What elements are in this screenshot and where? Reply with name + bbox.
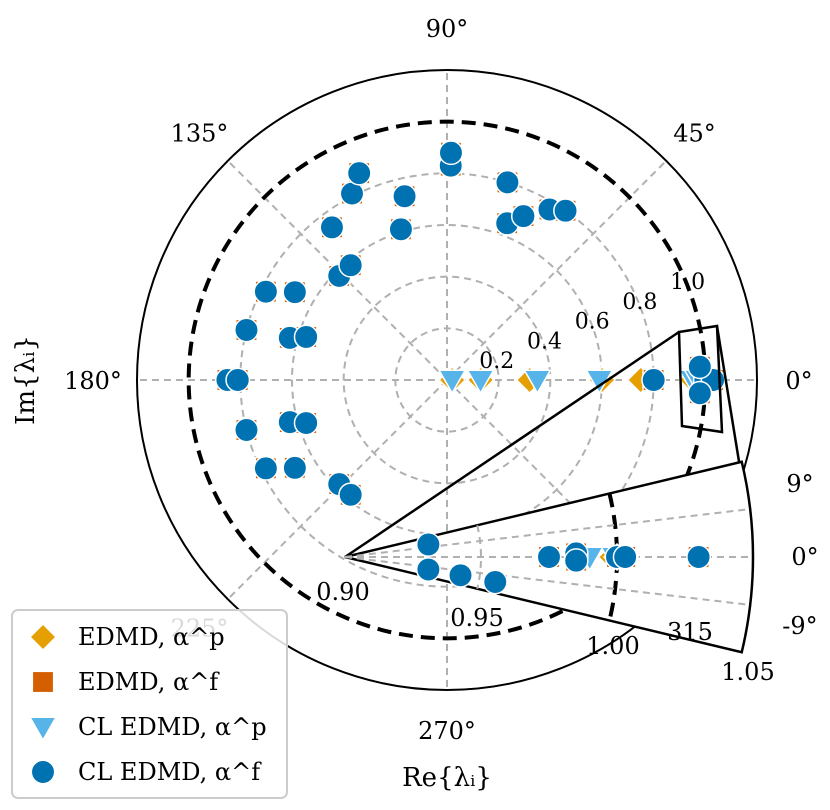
inset-radial-tick-label: 0.95 xyxy=(450,604,503,632)
triangle-marker xyxy=(466,369,495,395)
zoom-connector-line xyxy=(715,325,744,481)
circle-marker xyxy=(30,759,56,785)
radial-tick-label: 0.6 xyxy=(575,310,610,335)
angle-tick-label: 90° xyxy=(426,15,469,43)
circle-marker xyxy=(253,279,279,305)
zoom-connector-lines xyxy=(344,324,744,559)
circle-marker xyxy=(553,198,578,224)
inset-radial-tick-label: 0.90 xyxy=(316,578,369,606)
inset-angle-tick-label: 9° xyxy=(786,470,813,498)
circle-marker xyxy=(346,160,372,186)
circle-marker xyxy=(293,410,319,436)
angle-tick-label: 135° xyxy=(171,120,229,148)
circle-marker xyxy=(338,252,364,278)
triangle-marker xyxy=(28,716,58,742)
circle-marker xyxy=(234,417,259,443)
inset-angle-tick-label: 315 xyxy=(667,618,713,646)
x-axis-title: Re{λᵢ} xyxy=(402,763,492,793)
radial-tick-label: 0.8 xyxy=(622,290,657,315)
circle-marker xyxy=(319,214,345,240)
circle-marker xyxy=(641,367,667,393)
main-data-points xyxy=(214,140,726,508)
circle-marker xyxy=(253,455,279,481)
circle-marker xyxy=(686,544,712,570)
circle-marker xyxy=(494,169,520,195)
circle-marker xyxy=(438,140,464,166)
circle-marker xyxy=(448,562,473,588)
circle-marker xyxy=(612,544,638,570)
main-axis-labels: 0°45°90°135°180°225°270°315°0.20.40.60.8… xyxy=(64,15,813,745)
triangle-marker xyxy=(523,369,552,395)
angle-tick-label: 45° xyxy=(673,120,716,148)
circle-marker xyxy=(388,216,414,242)
angle-tick-label: 0° xyxy=(785,367,812,395)
legend-entry-label: EDMD, α^p xyxy=(78,623,225,651)
angle-tick-label: 270° xyxy=(418,717,476,745)
square-marker xyxy=(31,670,55,694)
axis-titles: Re{λᵢ} Im{λᵢ} xyxy=(11,335,492,793)
triangle-marker xyxy=(437,369,467,395)
inset-angle-tick-label: -9° xyxy=(782,612,817,640)
zoom-region-box xyxy=(677,324,724,434)
radial-tick-label: 1.0 xyxy=(670,270,705,295)
legend-box xyxy=(11,609,288,799)
radial-grid-circle xyxy=(342,275,552,485)
inset-radial-tick-label: 1.05 xyxy=(721,658,774,686)
legend-entry-label: CL EDMD, α^f xyxy=(78,758,262,786)
circle-marker xyxy=(392,183,418,209)
angle-tick-label: 180° xyxy=(64,367,122,395)
circle-marker xyxy=(282,279,308,305)
circle-marker xyxy=(293,324,319,350)
inset-radial-tick-label: 1.00 xyxy=(586,632,639,660)
circle-marker xyxy=(510,203,536,229)
circle-marker xyxy=(687,380,713,406)
zoom-connector-line xyxy=(344,330,680,559)
circle-marker xyxy=(225,367,251,393)
circle-marker xyxy=(536,544,562,570)
circle-marker xyxy=(415,557,441,582)
circle-marker xyxy=(338,482,364,508)
diamond-marker xyxy=(28,622,58,652)
circle-marker xyxy=(687,354,713,380)
circle-marker xyxy=(563,548,589,574)
inset-grid-arc xyxy=(476,525,482,589)
legend-entry-label: CL EDMD, α^p xyxy=(78,713,267,741)
circle-marker xyxy=(282,455,308,481)
radial-tick-label: 0.2 xyxy=(479,349,514,374)
circle-marker xyxy=(234,317,259,343)
legend-entry-label: EDMD, α^f xyxy=(78,668,220,696)
inset-unit-circle-arc xyxy=(607,493,619,621)
radial-tick-label: 0.4 xyxy=(527,329,562,354)
inset-zoom-sector: 9° 0° -9° 315 0.90 0.95 1.00 1.05 xyxy=(316,460,819,686)
inset-angular-grid-line xyxy=(344,508,751,558)
circle-marker xyxy=(482,569,508,595)
y-axis-title: Im{λᵢ} xyxy=(11,335,41,425)
circle-marker xyxy=(415,532,441,557)
inset-angular-grid-line xyxy=(344,556,751,606)
polar-outer-boundary xyxy=(136,69,758,691)
angular-grid-line xyxy=(227,379,448,600)
inset-angle-tick-label: 0° xyxy=(791,543,818,571)
